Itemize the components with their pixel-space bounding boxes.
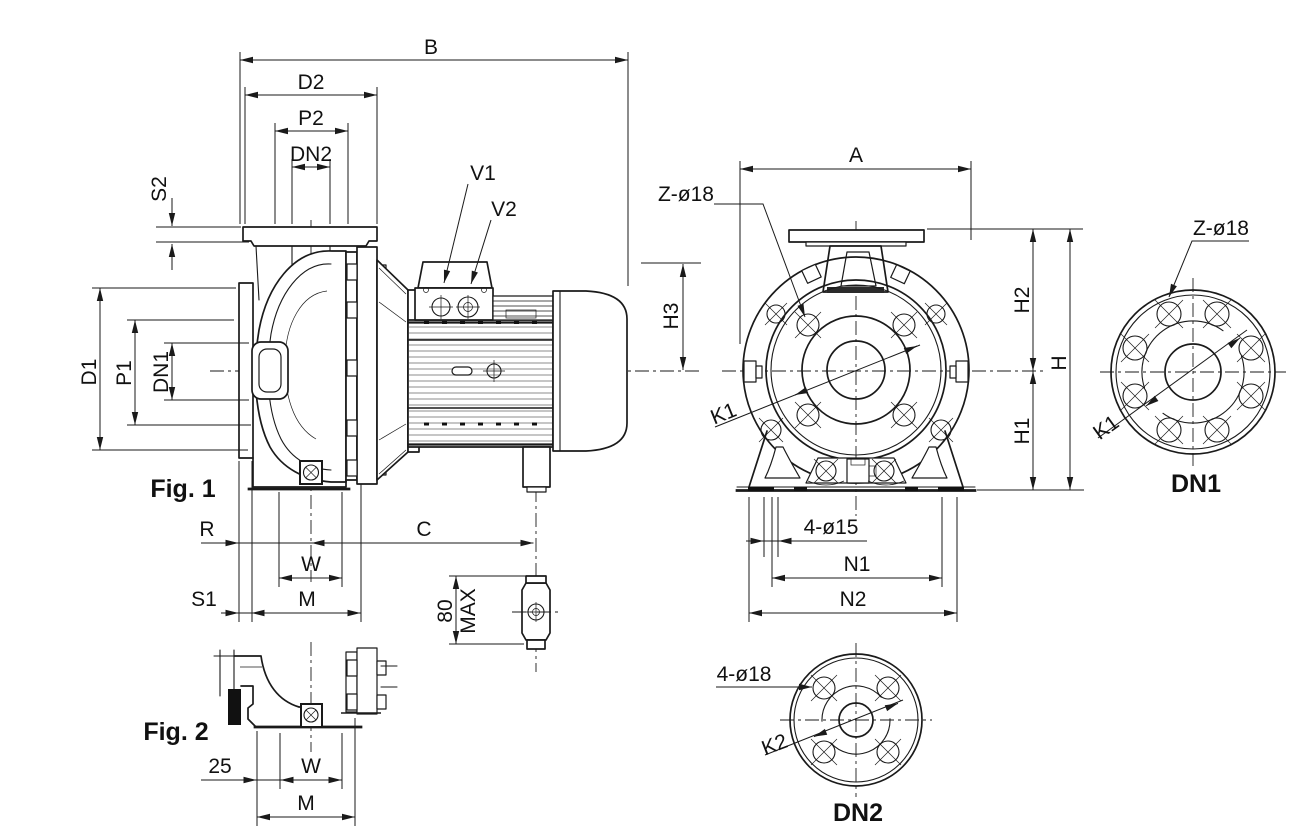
dim-label-b: B — [424, 36, 438, 59]
dim-label-p1: P1 — [113, 360, 136, 386]
discharge-flange-front — [788, 229, 925, 243]
suction-flange-side — [238, 282, 254, 459]
dim-label-foot-holes: 4-ø15 — [804, 516, 859, 539]
dim-label-k1-dn1: K1 — [1089, 411, 1123, 445]
dn2-bolt-holes — [810, 674, 902, 766]
dim-label-c: C — [416, 518, 431, 541]
dn1-caption: DN1 — [1171, 470, 1221, 498]
fig2-dimensions: 25 W M — [201, 718, 356, 826]
fan-cover — [552, 290, 628, 452]
dim-label-h2: H2 — [1011, 287, 1034, 314]
dim-label-h3: H3 — [660, 303, 683, 330]
dim-label-4o18: 4-ø18 — [717, 663, 772, 686]
dim-label-h1: H1 — [1011, 418, 1034, 445]
terminal-box-cap — [417, 261, 493, 289]
dim-label-max: MAX — [457, 588, 480, 634]
casing-tie-bolts — [743, 263, 969, 443]
side-view-fig2: 25 W M Fig. 2 — [143, 642, 398, 826]
flange-view-dn1: K1 Z-ø18 DN1 — [1089, 217, 1286, 498]
dim-label-d2: D2 — [298, 71, 325, 94]
dim-label-k2: K2 — [759, 730, 791, 761]
front-view: K1 Z-ø18 A H2 H H1 4-ø15 — [658, 144, 1084, 622]
dim-label-h: H — [1048, 355, 1071, 370]
bearing-housing — [801, 315, 911, 425]
dim-label-w: W — [301, 553, 321, 576]
dn1-bolt-holes — [1120, 299, 1266, 445]
dim-label-d1: D1 — [78, 359, 101, 386]
dim-label-n2: N2 — [840, 588, 867, 611]
fig2-caption: Fig. 2 — [143, 718, 208, 746]
side-view-fig1: B D2 P2 DN2 S2 V1 V2 — [78, 36, 702, 672]
motor-adapter — [376, 259, 409, 481]
front-flange-holes — [794, 311, 918, 429]
fig1-caption: Fig. 1 — [150, 475, 215, 503]
dim-label-n1: N1 — [844, 553, 871, 576]
fig1-dimensions: B D2 P2 DN2 S2 V1 V2 — [78, 36, 701, 645]
discharge-flange-side — [242, 226, 378, 247]
casing-foot — [252, 457, 347, 488]
fig2-foot — [240, 685, 257, 728]
dim-label-25: 25 — [208, 755, 231, 778]
terminal-box — [414, 287, 494, 321]
dim-label-z18-dn1: Z-ø18 — [1193, 217, 1249, 240]
dim-label-w2: W — [301, 755, 321, 778]
bearing-bracket-flange — [356, 246, 378, 485]
dim-label-z18-front: Z-ø18 — [658, 183, 714, 206]
front-dimensions: A H2 H H1 4-ø15 N1 N2 — [739, 144, 1084, 622]
dim-label-v2: V2 — [491, 198, 517, 221]
dim-label-dn2: DN2 — [290, 143, 332, 166]
dim-label-dn1: DN1 — [150, 351, 173, 393]
sectioned-flange — [228, 689, 241, 725]
dim-label-s1: S1 — [191, 588, 217, 611]
motor — [407, 261, 628, 493]
dim-label-m2: M — [297, 792, 315, 815]
flange-view-dn2: K2 4-ø18 DN2 — [716, 643, 932, 827]
pedestal — [735, 430, 977, 492]
dim-label-a: A — [849, 144, 863, 167]
shaft-bore — [826, 340, 886, 400]
dim-label-r: R — [199, 518, 214, 541]
dim-label-v1: V1 — [470, 162, 496, 185]
dim-label-80: 80 — [434, 599, 457, 622]
dn2-caption: DN2 — [833, 799, 883, 827]
motor-drain-boss — [522, 446, 551, 488]
fig2-bolts — [346, 659, 387, 711]
drain-valve-detail — [512, 575, 562, 650]
dim-label-k1-front: K1 — [707, 398, 739, 429]
nameplate — [505, 309, 537, 319]
tie-rod-ticks — [424, 321, 537, 426]
dim-label-p2: P2 — [298, 107, 324, 130]
dim-label-m: M — [298, 588, 316, 611]
dim-label-s2: S2 — [148, 176, 171, 202]
